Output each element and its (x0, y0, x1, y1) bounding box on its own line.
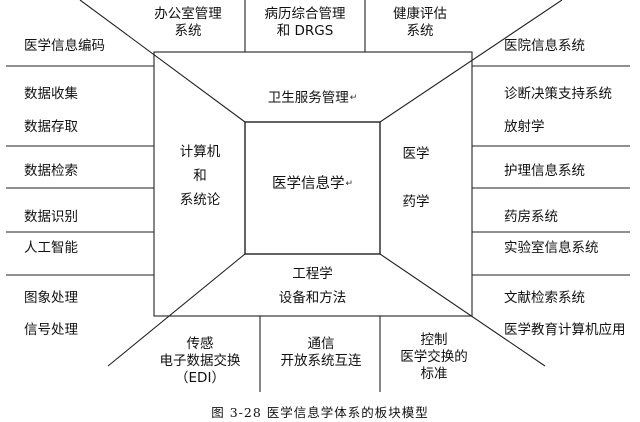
top-box-office: 办公室管理 系统 (154, 6, 222, 39)
left-item: 人工智能 (24, 240, 78, 256)
left-item: 信号处理 (24, 322, 78, 338)
diagonal-bottom-right (379, 253, 546, 367)
frame-left-label: 计算机 和 系统论 (179, 144, 221, 208)
right-item: 诊断决策支持系统 (504, 86, 612, 102)
right-item: 放射学 (504, 119, 545, 135)
bottom-box-communication: 通信 开放系统互连 (280, 336, 362, 369)
outer-frame (153, 51, 473, 317)
right-item: 实验室信息系统 (504, 240, 599, 256)
frame-bottom-label: 工程学 设备和方法 (278, 266, 347, 306)
left-item: 数据检索 (24, 163, 78, 179)
right-item: 护理信息系统 (504, 163, 585, 179)
top-box-records: 病历综合管理 和 DRGS (264, 6, 346, 39)
left-item: 数据收集 (24, 86, 78, 102)
left-item: 医学信息编码 (24, 38, 105, 54)
center-label: 医学信息学↵ (271, 176, 354, 192)
frame-right-label: 医学 药学 (402, 146, 430, 210)
right-item: 药房系统 (504, 209, 558, 225)
top-box-health: 健康评估 系统 (393, 6, 447, 39)
bottom-box-sensing: 传感 电子数据交换 （EDI） (159, 336, 241, 386)
left-item: 数据识别 (24, 209, 78, 225)
inner-square (244, 121, 381, 255)
frame-top-label: 卫生服务管理↵ (267, 90, 358, 106)
left-item: 图象处理 (24, 290, 78, 306)
diagonal-top-left (79, 0, 246, 123)
figure-caption: 图 3-28 医学信息学体系的板块模型 (211, 405, 429, 420)
bottom-box-control: 控制 医学交换的 标准 (400, 332, 468, 382)
diagonal-top-right (379, 0, 563, 123)
right-item: 医学教育计算机应用 (504, 322, 626, 338)
right-item: 文献检索系统 (504, 290, 585, 306)
diagonal-bottom-left (107, 253, 246, 367)
right-item: 医院信息系统 (504, 38, 585, 54)
left-item: 数据存取 (24, 119, 78, 135)
